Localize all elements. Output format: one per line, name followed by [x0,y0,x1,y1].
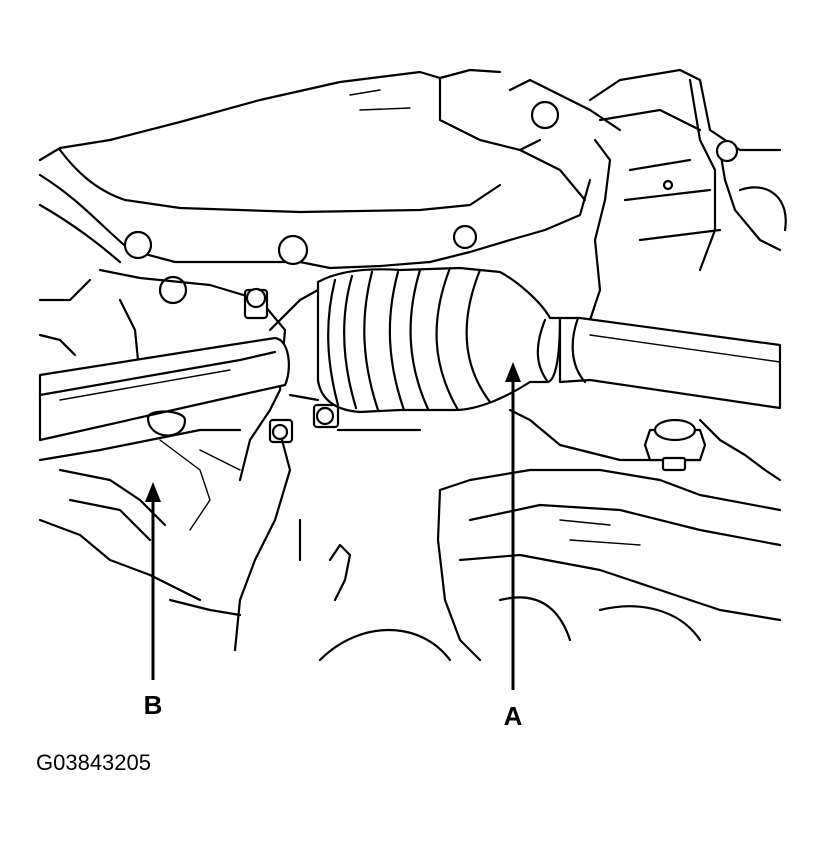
arm-bolts [146,287,422,444]
callout-label-b: B [144,690,163,720]
callout-label-a: A [504,701,523,731]
housing-bolts [123,100,560,305]
callout-arrow-b [145,482,161,680]
lower-arm [38,336,290,442]
mount-bracket [38,268,287,602]
subframe-bolt [643,418,707,472]
axle-boot [316,266,562,414]
transmission-housing [38,68,622,270]
subframe [436,408,782,662]
callout-arrow-a [505,362,521,690]
lower-contours [168,518,452,662]
axle-shaft [558,316,782,410]
figure-code: G03843205 [36,750,151,775]
engine-block [588,68,787,322]
diff-housing [233,288,320,652]
